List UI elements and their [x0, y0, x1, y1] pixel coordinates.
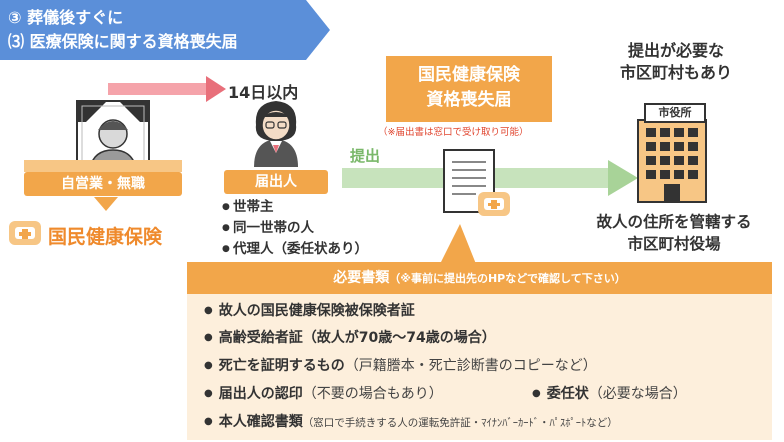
filer-item: 世帯主: [222, 197, 368, 218]
filer-person-icon: [254, 101, 298, 167]
banner-line-1: ③ 葬儀後すぐに: [8, 8, 124, 27]
form-note: （※届出書は窓口で受け取り可能）: [378, 127, 529, 138]
doc-item-main: 届出人の認印: [218, 386, 303, 402]
doc-item-main: 本人確認書類: [218, 414, 303, 430]
callout-pointer: [440, 224, 476, 264]
doc-item-main: 高齢受給者証（故人が70歳～74歳の場合）: [218, 330, 496, 346]
city-desc-line-1: 故人の住所を管轄する: [596, 213, 752, 231]
city-note-line-2: 市区町村もあり: [620, 63, 733, 82]
city-note: 提出が必要な 市区町村もあり: [620, 40, 732, 84]
filer-list: 世帯主 同一世帯の人 代理人（委任状あり）: [222, 197, 368, 260]
self-employed-label: 自営業・無職: [24, 172, 182, 196]
doc-item: ●本人確認書類（窓口で手続きする人の運転免許証・ﾏｲﾅﾝﾊﾞｰｶｰﾄﾞ・ﾊﾟｽﾎ…: [204, 414, 618, 430]
banner-line-2: ⑶ 医療保険に関する資格喪失届: [8, 32, 238, 51]
deadline-label: 14日以内: [228, 83, 299, 102]
filer-item: 同一世帯の人: [222, 218, 368, 239]
doc-item: ●届出人の認印（不要の場合もあり）: [204, 386, 443, 402]
deadline-arrow: [108, 76, 226, 102]
city-hall-building-icon: [637, 119, 707, 203]
doc-item: ●高齢受給者証（故人が70歳～74歳の場合）: [204, 330, 496, 346]
city-desc-line-2: 市区町村役場: [627, 235, 721, 253]
required-documents-heading: 必要書類（※事前に提出先のHPなどで確認して下さい）: [187, 262, 772, 294]
doc-item: ●死亡を証明するもの（戸籍謄本・死亡診断書のコピーなど）: [204, 358, 597, 374]
national-health-insurance-text: 国民健康保険: [48, 226, 163, 248]
filer-label: 届出人: [224, 170, 328, 194]
doc-item-note: （戸籍謄本・死亡診断書のコピーなど）: [344, 358, 597, 374]
doc-item: ●委任状（必要な場合）: [532, 386, 687, 402]
document-icon: [443, 149, 510, 216]
doc-item-note: （窓口で手続きする人の運転免許証・ﾏｲﾅﾝﾊﾞｰｶｰﾄﾞ・ﾊﾟｽﾎﾟｰﾄなど）: [302, 417, 618, 429]
doc-item-main: 死亡を証明するもの: [218, 358, 345, 374]
doc-item: ●故人の国民健康保険被保険者証: [204, 303, 415, 319]
insurance-card-icon: [9, 221, 41, 245]
form-title: 国民健康保険 資格喪失届: [386, 56, 552, 122]
form-title-line-2: 資格喪失届: [426, 90, 512, 110]
docs-heading-note: （※事前に提出先のHPなどで確認して下さい）: [389, 272, 626, 285]
down-arrow-icon: [94, 197, 118, 211]
doc-item-main: 故人の国民健康保険被保険者証: [218, 303, 415, 319]
city-office-sign: 市役所: [644, 103, 706, 123]
submit-label: 提出: [350, 147, 381, 165]
header-banner: [0, 0, 330, 60]
form-title-line-1: 国民健康保険: [418, 65, 520, 85]
filer-item: 代理人（委任状あり）: [222, 239, 368, 260]
portrait-stand: [24, 160, 182, 172]
docs-heading-text: 必要書類: [333, 270, 390, 286]
doc-item-note: （必要な場合）: [588, 386, 687, 402]
city-note-line-1: 提出が必要な: [628, 41, 725, 60]
doc-item-note: （不要の場合もあり）: [302, 386, 443, 402]
city-desc: 故人の住所を管轄する 市区町村役場: [574, 211, 774, 255]
doc-item-main: 委任状: [546, 386, 589, 402]
banner-text: ③ 葬儀後すぐに ⑶ 医療保険に関する資格喪失届: [8, 6, 238, 54]
